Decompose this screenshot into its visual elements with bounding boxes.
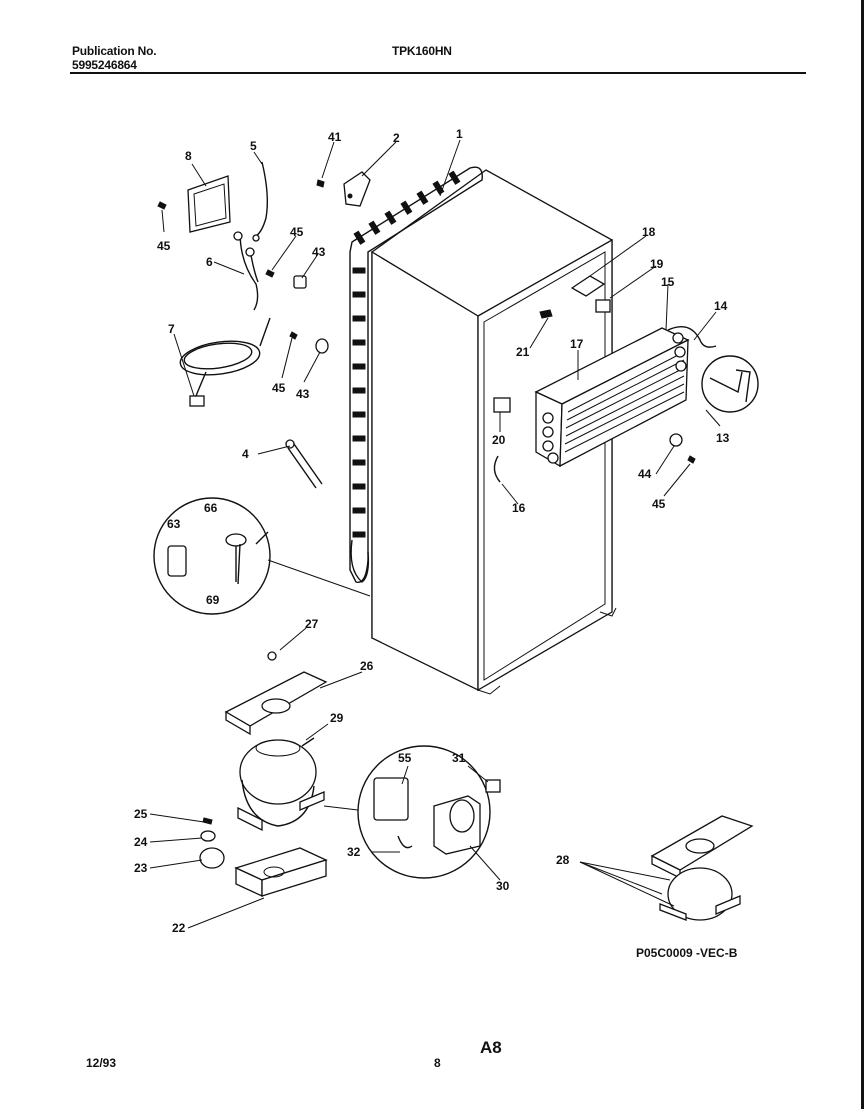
callout-63: 63: [167, 517, 181, 531]
callout-45: 45: [652, 497, 666, 511]
callout-13: 13: [716, 431, 730, 445]
leader-lines: [149, 139, 721, 929]
callout-24: 24: [134, 835, 148, 849]
callout-16: 16: [512, 501, 526, 515]
callout-69: 69: [206, 593, 220, 607]
callout-17: 17: [570, 337, 584, 351]
callout-66: 66: [204, 501, 218, 515]
callout-27: 27: [305, 617, 319, 631]
footer-date: 12/93: [86, 1056, 117, 1070]
callout-23: 23: [134, 861, 148, 875]
callout-22: 22: [172, 921, 186, 935]
callout-28: 28: [556, 853, 570, 867]
callout-21: 21: [516, 345, 530, 359]
callout-30: 30: [496, 879, 510, 893]
callout-45: 45: [290, 225, 304, 239]
page-number: 8: [434, 1056, 441, 1070]
callout-14: 14: [714, 299, 728, 313]
callout-18: 18: [642, 225, 656, 239]
callout-6: 6: [206, 255, 213, 269]
callout-43: 43: [296, 387, 310, 401]
callout-1: 1: [456, 127, 463, 141]
callout-20: 20: [492, 433, 506, 447]
callout-45: 45: [272, 381, 286, 395]
callout-43: 43: [312, 245, 326, 259]
evaporator-assembly: [534, 327, 690, 468]
callout-41: 41: [328, 130, 342, 144]
callout-25: 25: [134, 807, 148, 821]
callout-19: 19: [650, 257, 664, 271]
callout-4: 4: [242, 447, 249, 461]
small-parts-right: [493, 275, 759, 483]
callout-26: 26: [360, 659, 374, 673]
callout-7: 7: [168, 322, 175, 336]
compressor-group: [199, 651, 754, 921]
header-rule: [70, 72, 806, 74]
callout-8: 8: [185, 149, 192, 163]
section-code: A8: [480, 1038, 502, 1057]
figure-code: P05C0009 -VEC-B: [636, 946, 738, 960]
publication-label: Publication No.: [72, 44, 157, 58]
callout-44: 44: [638, 467, 652, 481]
callout-55: 55: [398, 751, 412, 765]
small-parts-top-left: [157, 161, 371, 489]
model-number: TPK160HN: [392, 44, 452, 58]
callout-labels: 1 2 41 8 5 45 45 6 43 7 45 43 4 63 66 69…: [134, 127, 730, 935]
callout-45: 45: [157, 239, 171, 253]
callout-31: 31: [452, 751, 466, 765]
publication-number: 5995246864: [72, 58, 137, 72]
left-inset-detail: [153, 497, 371, 615]
callout-32: 32: [347, 845, 361, 859]
callout-29: 29: [330, 711, 344, 725]
callout-5: 5: [250, 139, 257, 153]
callout-15: 15: [661, 275, 675, 289]
condenser-coil: [349, 166, 483, 584]
page-edge: [861, 0, 864, 1109]
callout-2: 2: [393, 131, 400, 145]
